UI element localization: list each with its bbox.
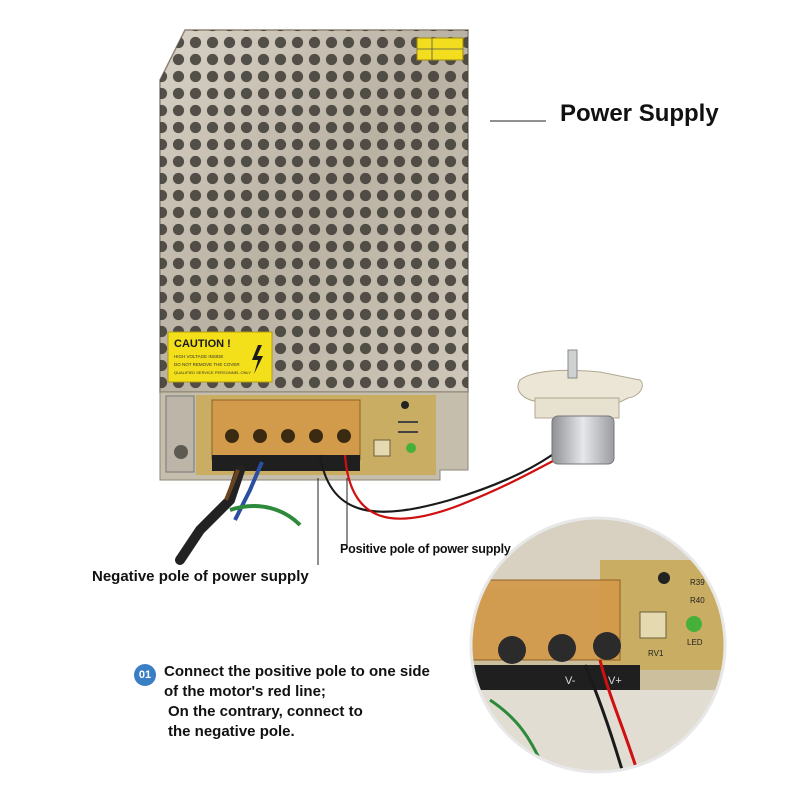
board-label-r40: R40: [690, 596, 705, 605]
board-label-rv1: RV1: [648, 649, 664, 658]
caution-label: CAUTION ! HIGH VOLTAGE INSIDE DO NOT REM…: [167, 331, 273, 383]
caution-line-2: DO NOT REMOVE THE COVER: [174, 362, 240, 367]
negative-pole-label: Negative pole of power supply: [92, 568, 309, 585]
potentiometer: [373, 439, 391, 457]
board-label-led: LED: [687, 638, 703, 647]
led-zoom: [686, 616, 702, 632]
terminal-label-v-plus: V+: [608, 675, 622, 687]
step-number-badge: 01: [134, 664, 156, 686]
product-title: Power Supply: [560, 100, 719, 127]
instruction-line-4: the negative pole.: [168, 723, 295, 740]
instruction-line-2: of the motor's red line;: [164, 683, 326, 700]
motor-wire-red: [343, 454, 556, 520]
power-supply-unit: CAUTION ! HIGH VOLTAGE INSIDE DO NOT REM…: [159, 29, 469, 481]
led-indicator: [406, 443, 416, 453]
caution-line-3: QUALIFIED SERVICE PERSONNEL ONLY: [174, 370, 251, 375]
caution-line-1: HIGH VOLTAGE INSIDE: [174, 354, 223, 359]
board-label-r39: R39: [690, 578, 705, 587]
positive-pole-label: Positive pole of power supply: [340, 542, 511, 556]
caution-title: CAUTION !: [174, 338, 231, 350]
detail-zoom-circle: V- V+ RV1 LED R39 R40: [469, 516, 727, 774]
instruction-text: Connect the positive pole to one side of…: [164, 662, 430, 742]
motor-wire-black: [318, 454, 553, 513]
instruction-line-1: Connect the positive pole to one side: [164, 663, 430, 680]
dc-motor: [517, 349, 643, 465]
high-voltage-icon: [252, 345, 263, 374]
terminal-block: [211, 399, 361, 471]
potentiometer-zoom: [639, 611, 667, 639]
mount-bracket: [165, 395, 195, 473]
instruction-line-3: On the contrary, connect to: [168, 703, 363, 720]
input-cable: [175, 461, 302, 565]
terminal-label-v-minus: V-: [565, 675, 576, 687]
